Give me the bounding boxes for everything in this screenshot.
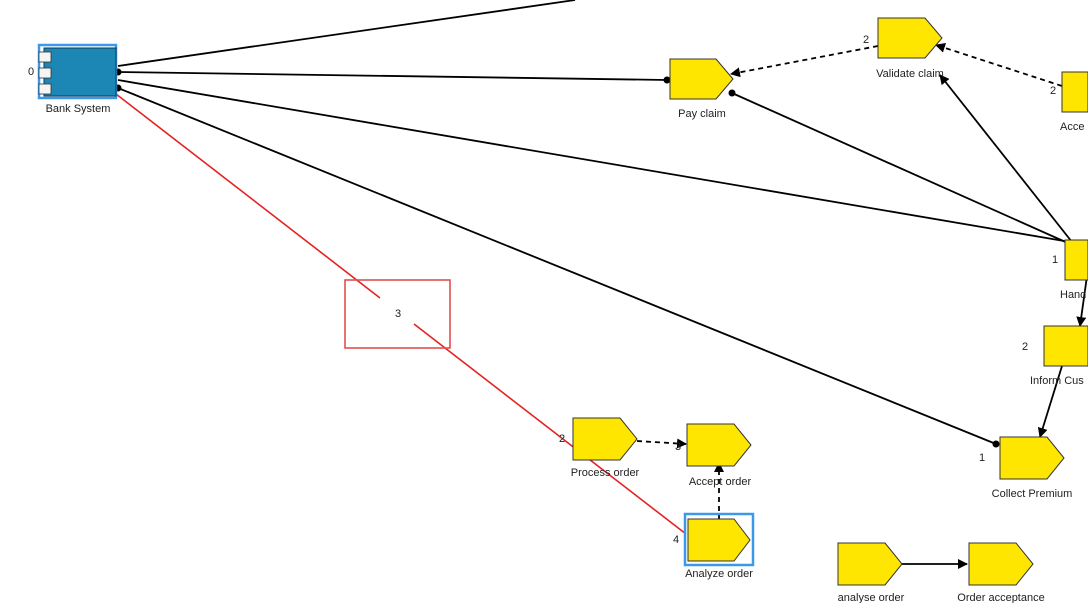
process-index: 1: [979, 452, 985, 464]
process-index: 2: [863, 34, 869, 46]
process-handle-claim[interactable]: 1 Hand: [1052, 239, 1088, 301]
process-index: 4: [673, 534, 679, 546]
connection-accept-to-validate[interactable]: [935, 43, 1063, 87]
connection-bank-to-handle-claim[interactable]: [117, 79, 1071, 243]
process-analyse-order[interactable]: analyse order: [837, 542, 905, 603]
connection-handle-to-validate[interactable]: [939, 74, 1073, 243]
process-label: Analyze order: [685, 568, 753, 580]
bank-system-label: Bank System: [46, 103, 111, 115]
connection-inform-to-collect[interactable]: [1037, 365, 1063, 438]
process-label: Process order: [571, 467, 640, 479]
process-label: Acce: [1060, 121, 1084, 133]
connection-label-box[interactable]: 3: [344, 279, 451, 349]
component-port-icon: [38, 83, 52, 95]
connection-process-to-accept-order[interactable]: [636, 438, 687, 449]
process-analyze-order[interactable]: 4 Analyze order: [673, 512, 755, 580]
connections: [114, 0, 1088, 569]
process-process-order[interactable]: 2 Process order: [559, 417, 640, 479]
process-accept-order[interactable]: 3 Accept order: [675, 423, 752, 488]
process-label: Order acceptance: [957, 592, 1044, 603]
process-label: Pay claim: [678, 108, 726, 120]
connection-bank-to-collect-premium[interactable]: [114, 84, 1000, 448]
connection-label: 3: [395, 308, 401, 320]
connection-bank-to-pay-claim[interactable]: [114, 68, 671, 84]
process-label: Collect Premium: [992, 488, 1073, 500]
process-accept-claim[interactable]: 2 Acce: [1050, 71, 1088, 133]
process-index: 1: [1052, 254, 1058, 266]
connection-handle-to-inform[interactable]: [1076, 275, 1088, 327]
selected-connection-segment-a[interactable]: [115, 93, 381, 299]
process-order-acceptance[interactable]: Order acceptance: [957, 542, 1045, 603]
process-label: Validate claim: [876, 68, 944, 80]
process-index: 3: [675, 441, 681, 453]
component-port-icon: [38, 67, 52, 79]
bank-system-index: 0: [28, 66, 34, 78]
process-index: 2: [1022, 341, 1028, 353]
process-label: Accept order: [689, 476, 752, 488]
process-index: 2: [1050, 85, 1056, 97]
process-pay-claim[interactable]: Pay claim: [669, 58, 734, 120]
process-collect-premium[interactable]: 1 Collect Premium: [979, 436, 1073, 500]
process-label: Inform Cus: [1030, 375, 1084, 387]
process-validate-claim[interactable]: 2 Validate claim: [863, 17, 944, 80]
connection-bank-to-offscreen[interactable]: [117, 0, 576, 67]
selected-connection-segment-b[interactable]: [413, 323, 687, 535]
process-label: analyse order: [838, 592, 905, 603]
connection-pay-claim-to-handle-claim[interactable]: [728, 89, 1071, 245]
process-inform-customer[interactable]: 2 Inform Cus: [1022, 325, 1088, 387]
connection-validate-to-pay-claim[interactable]: [730, 45, 879, 78]
process-label: Hand: [1060, 289, 1086, 301]
process-index: 2: [559, 433, 565, 445]
bank-system-node[interactable]: 0 Bank System: [28, 43, 118, 115]
component-port-icon: [38, 51, 52, 63]
